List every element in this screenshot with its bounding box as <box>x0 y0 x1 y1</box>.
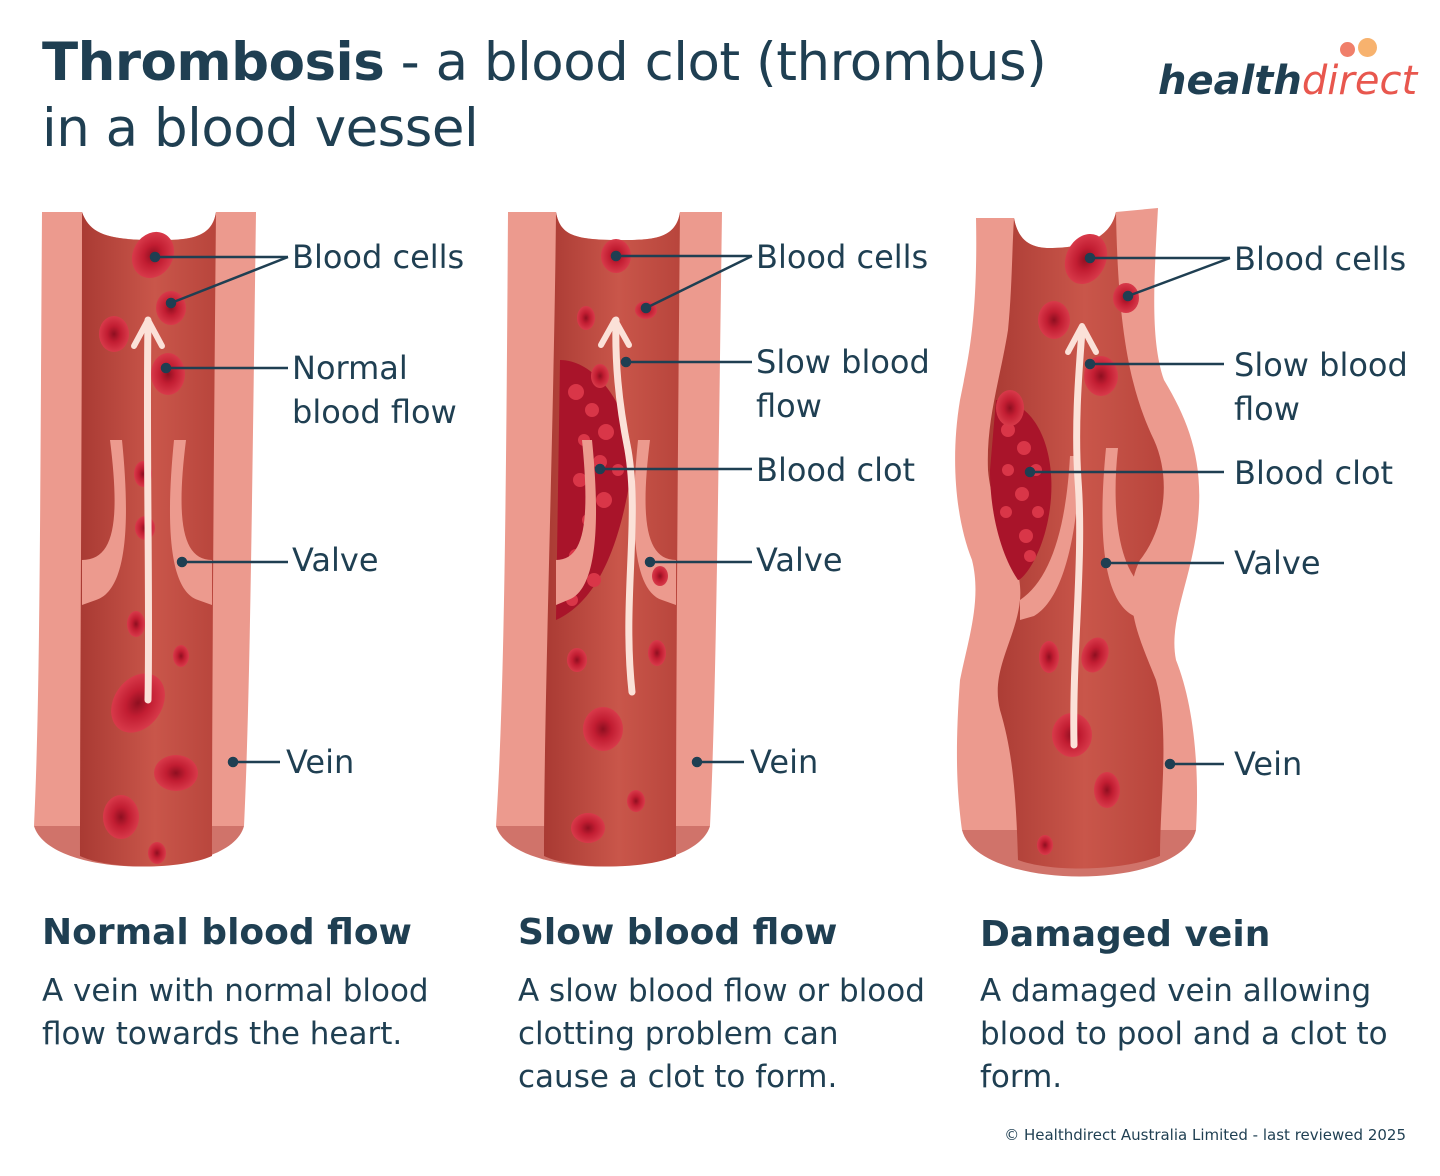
valve-leaflet-right <box>633 440 676 605</box>
healthdirect-logo: healthdirect <box>1150 38 1420 108</box>
vein-slow <box>496 212 753 867</box>
label-clot-slow: Blood clot <box>756 451 916 489</box>
panel-title-normal: Normal blood flow <box>42 912 412 953</box>
label-flow-slow: Slow blood flow <box>756 343 930 425</box>
copyright-footer: © Healthdirect Australia Limited - last … <box>1004 1126 1406 1144</box>
logo-part-health: health <box>1158 58 1302 104</box>
vein-lumen <box>987 212 1164 869</box>
flow-arrow <box>612 316 636 696</box>
label-blood-cells-slow: Blood cells <box>756 238 929 276</box>
label-valve-damaged: Valve <box>1234 544 1321 582</box>
blood-cells <box>567 239 668 843</box>
label-flow-normal: Normal blood flow <box>292 349 457 431</box>
leader-lines <box>1024 252 1231 770</box>
logo-dot-1 <box>1340 42 1355 57</box>
valve-leaflet-right <box>1102 448 1150 620</box>
panel-title-damaged: Damaged vein <box>980 914 1271 955</box>
flow-arrowhead <box>131 317 165 349</box>
title-bold: Thrombosis <box>42 32 385 93</box>
label-clot-damaged: Blood clot <box>1234 454 1394 492</box>
label-vein-normal: Vein <box>286 743 355 781</box>
label-valve-slow: Valve <box>756 541 843 579</box>
label-valve-normal: Valve <box>292 541 379 579</box>
vein-damaged <box>955 208 1231 877</box>
label-blood-cells-normal: Blood cells <box>292 238 465 276</box>
vein-normal <box>34 212 289 867</box>
flow-arrowhead <box>1065 323 1099 355</box>
logo-text: healthdirect <box>1158 58 1417 104</box>
clot-cell-large <box>996 390 1024 426</box>
panel-desc-normal: A vein with normal blood flow towards th… <box>42 973 429 1052</box>
blood-cells <box>99 231 198 864</box>
valve-leaflet-left <box>556 440 597 605</box>
logo-dot-2 <box>1358 38 1377 57</box>
label-flow-damaged: Slow blood flow <box>1234 346 1408 428</box>
label-vein-damaged: Vein <box>1234 745 1303 783</box>
panel-desc-slow: A slow blood flow or blood clotting prob… <box>518 973 925 1095</box>
label-blood-cells-damaged: Blood cells <box>1234 240 1407 278</box>
panel-desc-damaged: A damaged vein allowing blood to pool an… <box>980 973 1388 1095</box>
logo-part-direct: direct <box>1301 58 1418 104</box>
label-vein-slow: Vein <box>750 743 819 781</box>
page-title: Thrombosis - a blood clot (thrombus) in … <box>42 30 1102 162</box>
leader-lines <box>594 250 753 768</box>
valve-leaflet-left <box>82 440 126 605</box>
flow-arrowhead <box>598 317 632 348</box>
panel-title-slow: Slow blood flow <box>518 912 838 953</box>
flow-arrow <box>143 316 153 704</box>
leader-lines <box>149 251 289 768</box>
flow-arrow <box>1070 326 1086 749</box>
title-rest: - a blood clot (thrombus) in a blood ves… <box>42 32 1047 159</box>
